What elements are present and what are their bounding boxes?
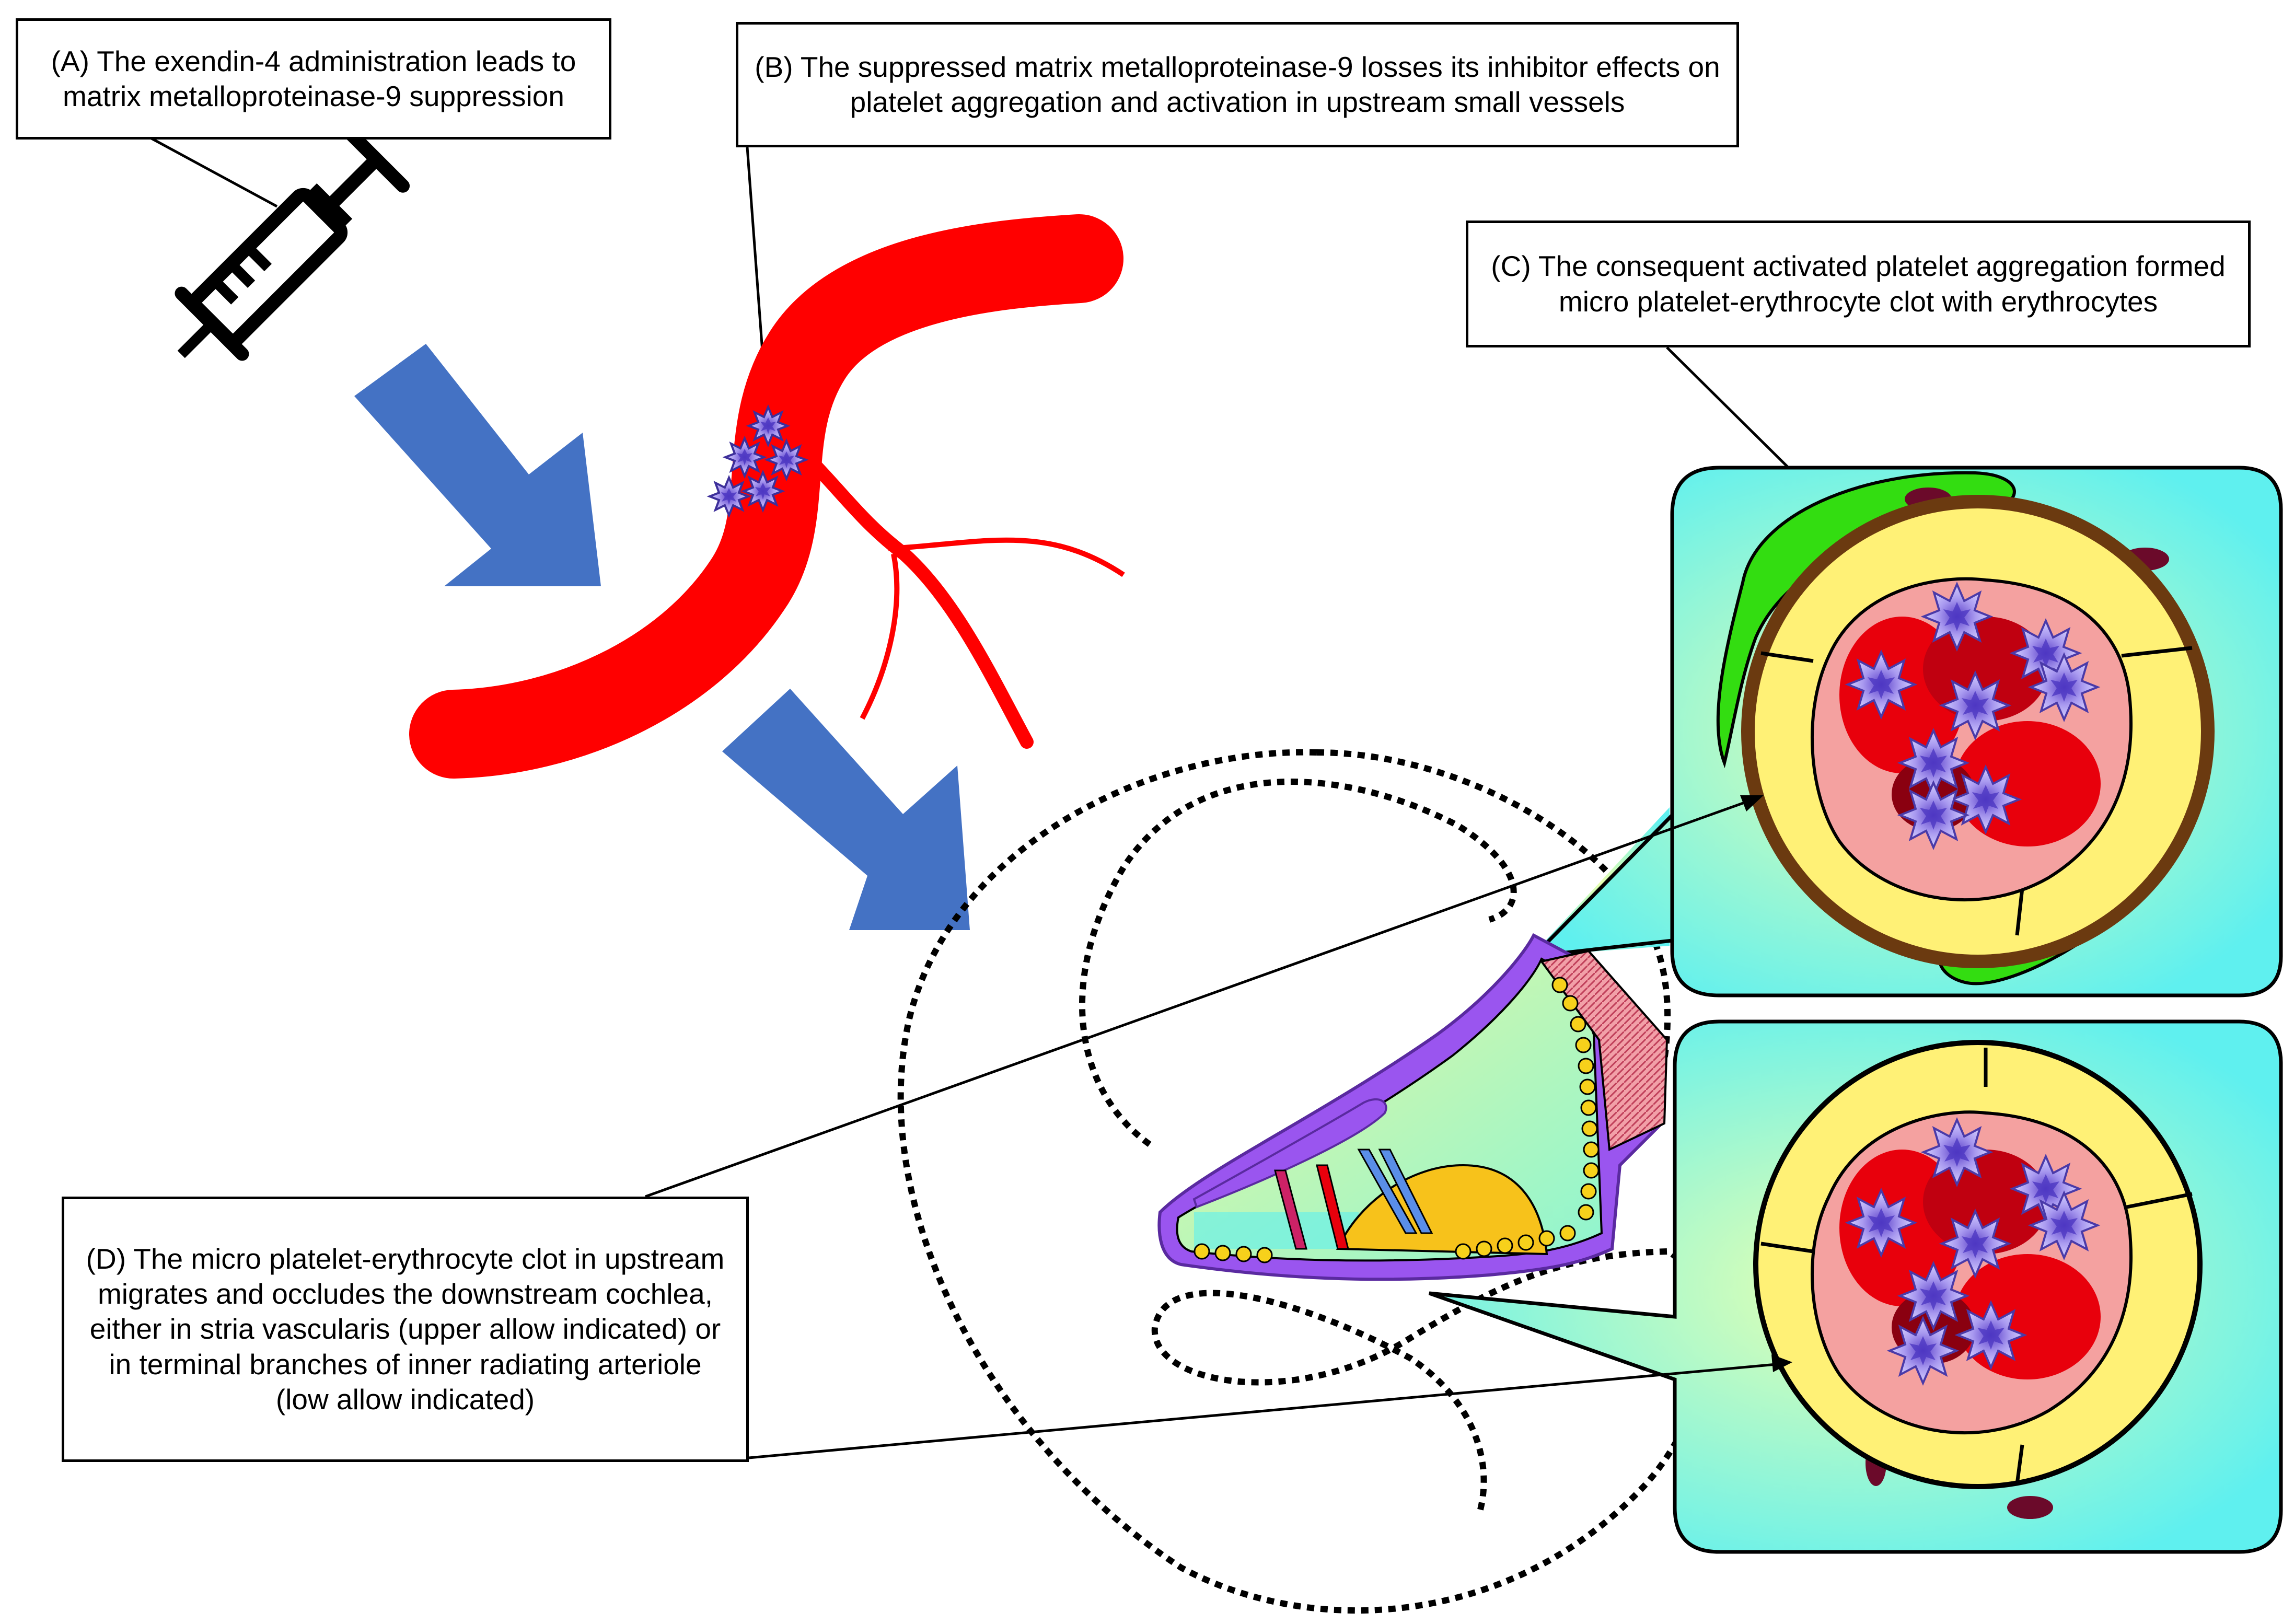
label-b-text: (B) The suppressed matrix metalloprotein… [755,50,1720,118]
label-box-b: (B) The suppressed matrix metalloprotein… [736,22,1739,147]
syringe-icon [175,125,410,361]
block-arrow-lower [722,689,970,930]
leader-line-a [150,137,278,208]
label-box-d: (D) The micro platelet-erythrocyte clot … [62,1197,749,1462]
label-d-text: (D) The micro platelet-erythrocyte clot … [86,1243,725,1416]
vessel-cross-section-upper [1528,466,2283,997]
blood-vessel [409,214,1125,779]
label-box-a: (A) The exendin-4 administration leads t… [16,18,611,140]
label-box-c: (C) The consequent activated platelet ag… [1466,221,2251,347]
pointer-arrow-upper [645,795,1764,1198]
vessel-cross-section-lower [1428,1019,2283,1554]
label-a-text: (A) The exendin-4 administration leads t… [51,44,576,112]
label-c-text: (C) The consequent activated platelet ag… [1491,250,2226,318]
block-arrow-upper [354,344,601,586]
pointer-arrow-lower [748,1354,1792,1459]
cochlear-duct [1157,933,1669,1281]
